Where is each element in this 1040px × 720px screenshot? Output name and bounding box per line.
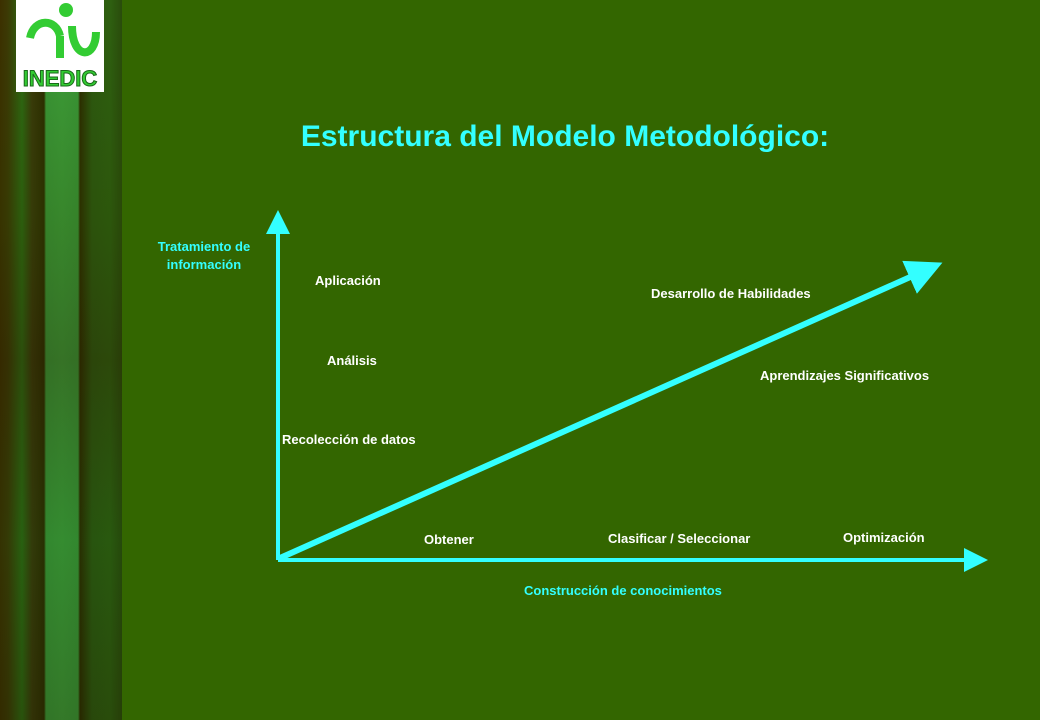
y-level-analisis: Análisis — [327, 353, 377, 368]
x-level-clasificar: Clasificar / Seleccionar — [608, 531, 751, 546]
y-level-recoleccion: Recolección de datos — [282, 432, 416, 447]
y-axis-label: Tratamiento de información — [157, 239, 251, 272]
y-level-aplicacion: Aplicación — [315, 273, 381, 288]
inedic-logo: INEDIC — [16, 0, 104, 92]
x-axis-label: Construcción de conocimientos — [524, 583, 722, 598]
x-level-obtener: Obtener — [424, 532, 474, 547]
diagonal-label-aprendizajes: Aprendizajes Significativos — [760, 368, 930, 383]
page-title: Estructura del Modelo Metodológico: — [300, 120, 830, 153]
diagonal-label-habilidades: Desarrollo de Habilidades — [651, 286, 811, 301]
logo-text: INEDIC — [23, 66, 98, 91]
x-level-optimizacion: Optimización — [843, 530, 925, 545]
progress-diagonal-arrow — [278, 260, 943, 561]
decorative-sidebar — [0, 0, 122, 720]
